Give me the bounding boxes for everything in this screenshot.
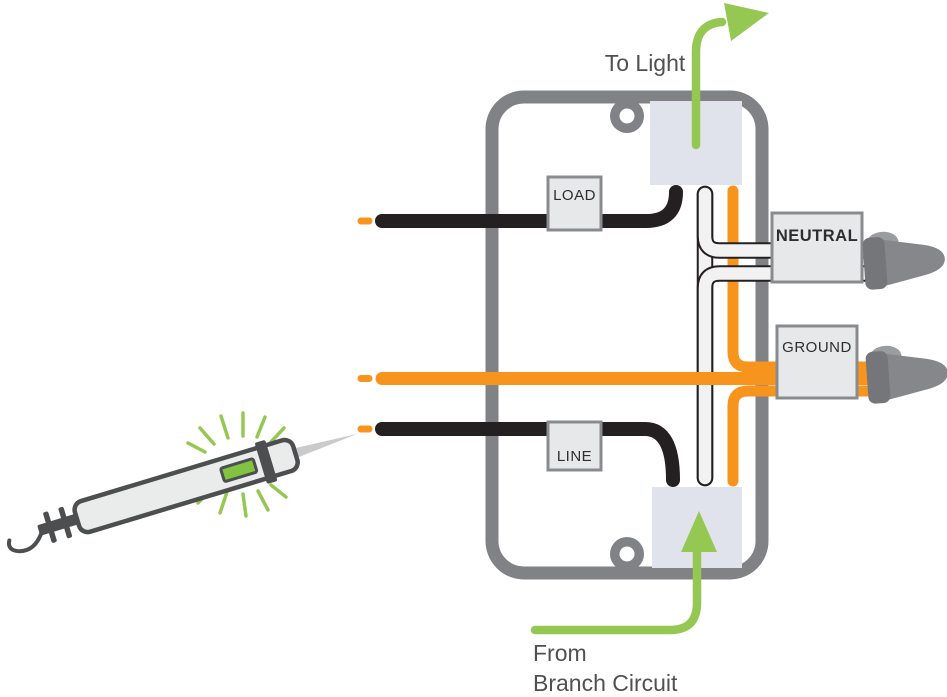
- wire-label-line: LINE: [546, 420, 603, 472]
- from-branch-arrowhead-icon: [681, 511, 717, 552]
- screw-hole-top-center: [619, 108, 635, 124]
- wire-nut-skirt: [862, 237, 888, 290]
- ground-label-text: GROUND: [782, 339, 852, 356]
- from-branch-annotation-line1: From: [533, 640, 587, 666]
- line-label-text: LINE: [557, 448, 592, 465]
- wire-label-neutral: NEUTRAL: [770, 211, 864, 284]
- tester-indicator-display: [219, 457, 259, 483]
- orange-wire-ground-top: [727, 185, 886, 373]
- voltage-tester: [6, 433, 358, 554]
- screw-hole-bottom-center: [619, 546, 635, 562]
- wire-nut-ground: [865, 345, 947, 404]
- screw-hole-bottom: [610, 537, 644, 571]
- black-wire-load: [375, 185, 683, 228]
- flow-arrows: [530, 3, 769, 635]
- wire-nut-cone: [871, 238, 945, 289]
- tester-probe-tip: [293, 433, 358, 458]
- tester-cord: [6, 530, 44, 554]
- screw-hole-top: [610, 99, 644, 133]
- orange-wire-ground-bottom: [727, 385, 886, 487]
- neutral-label-text: NEUTRAL: [776, 227, 858, 245]
- tester-crossbar-2: [58, 506, 73, 539]
- to-light-arrow-line: [691, 17, 727, 150]
- tester-collar: [255, 440, 278, 484]
- junction-box-outline: [485, 90, 769, 580]
- to-light-annotation: To Light: [605, 50, 686, 76]
- wire-nut-skirt: [865, 351, 891, 404]
- tester-crossbar-1: [43, 511, 57, 543]
- wire-nut-neutral: [862, 231, 945, 290]
- from-branch-annotation-line2: Branch Circuit: [533, 670, 678, 696]
- white-wire-neutral-bottom: [696, 265, 879, 487]
- from-branch-arrow-line: [530, 543, 702, 635]
- to-light-arrowhead-icon: [724, 3, 769, 41]
- load-label-text: LOAD: [553, 187, 596, 204]
- wire-label-load: LOAD: [546, 175, 603, 232]
- junction-box: [485, 90, 769, 580]
- white-wire-neutral-top: [696, 185, 879, 259]
- black-wire-line: [375, 422, 680, 487]
- wire-label-ground: GROUND: [775, 324, 859, 400]
